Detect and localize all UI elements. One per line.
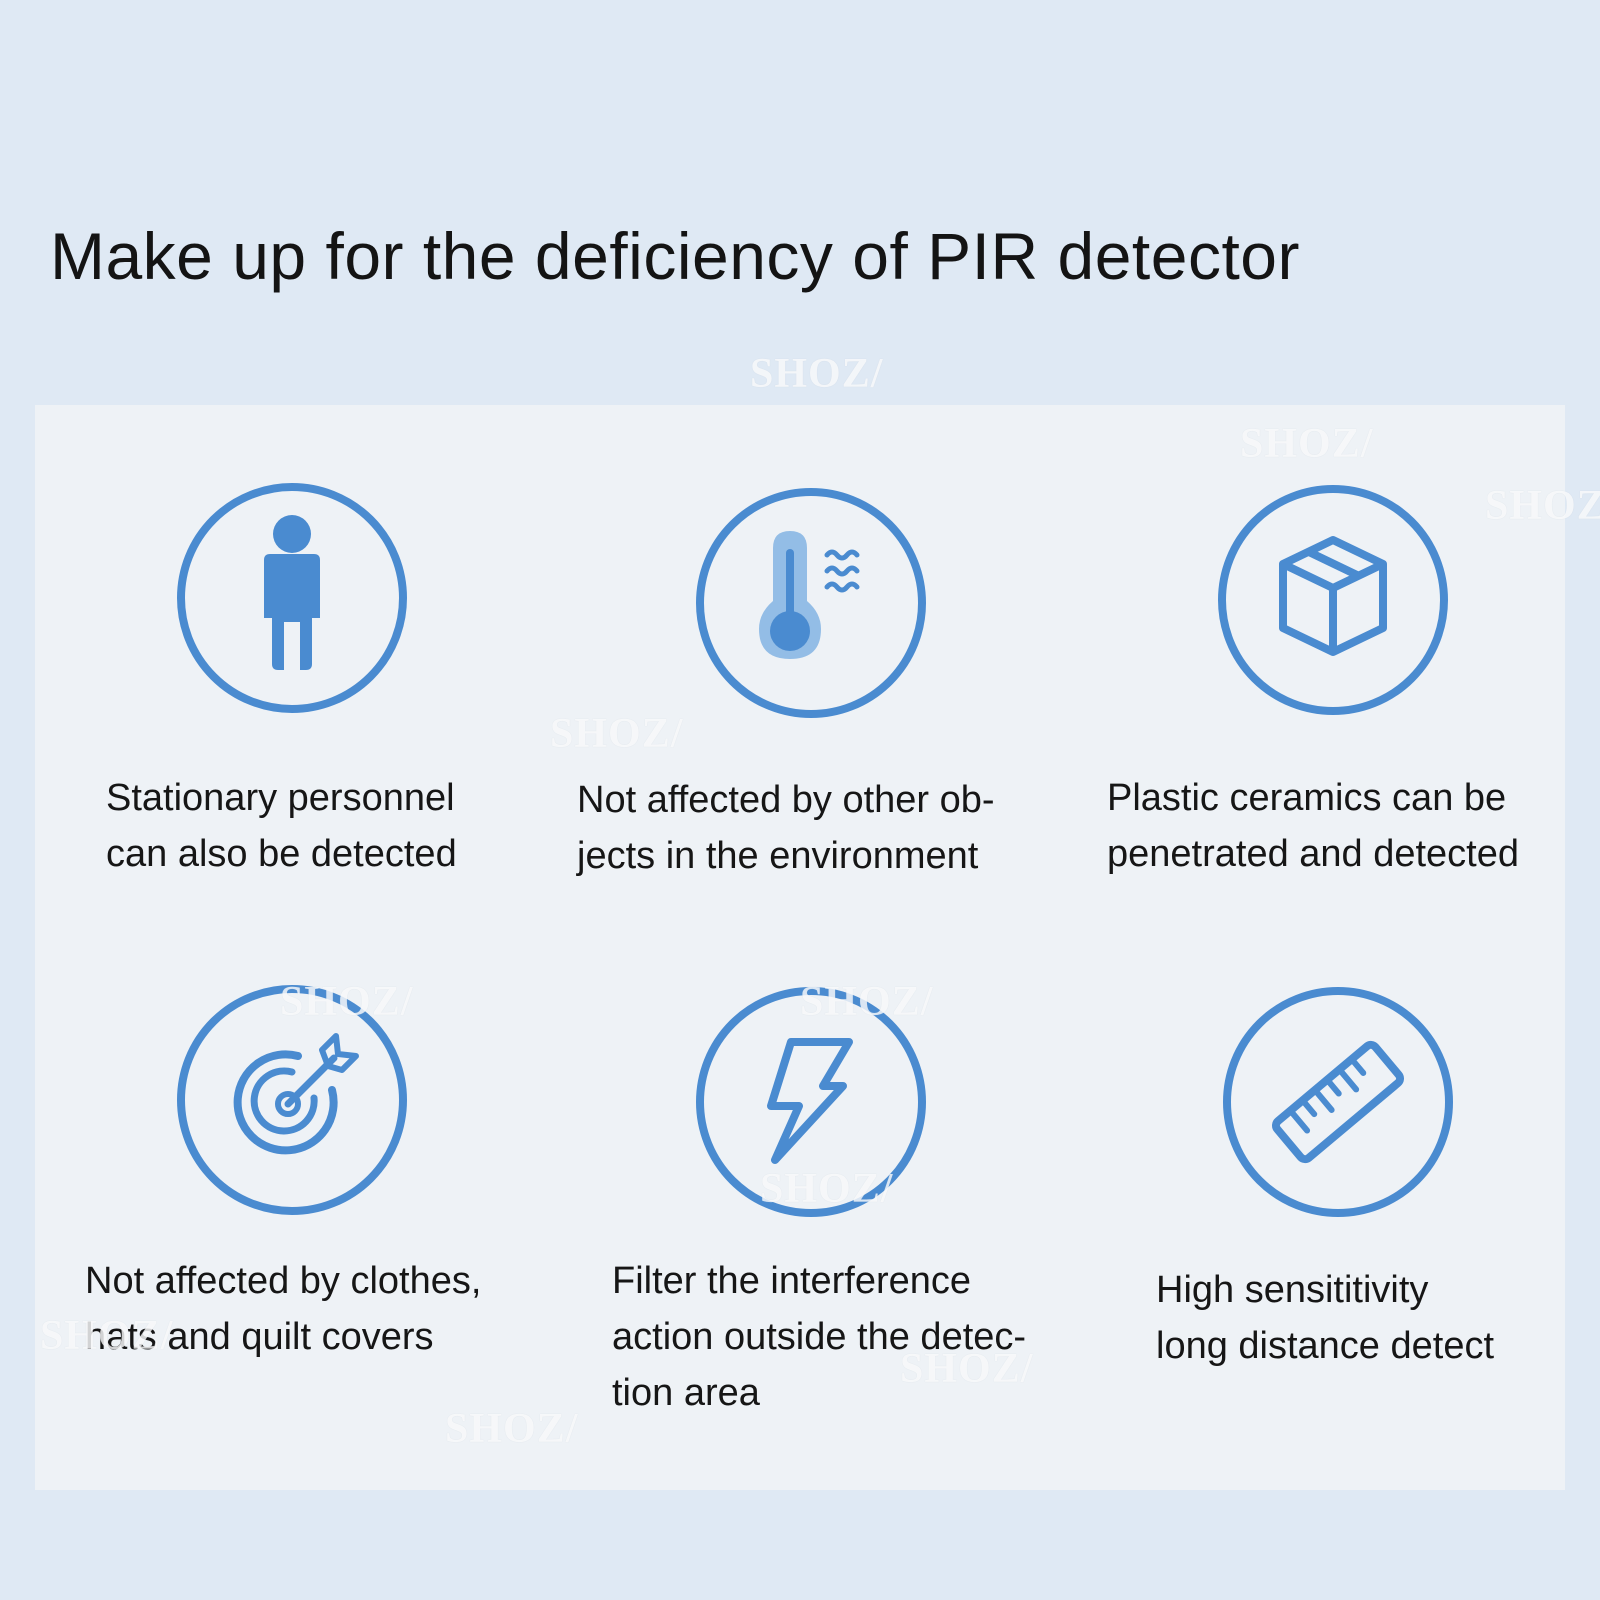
lightning-icon — [691, 982, 931, 1222]
box-icon — [1213, 480, 1453, 720]
thermometer-icon — [691, 483, 931, 723]
feature-caption-4: Not affected by clothes,hats and quilt c… — [85, 1260, 482, 1358]
ruler-icon — [1218, 982, 1458, 1222]
person-icon — [172, 478, 412, 718]
watermark: SHOZ/ — [750, 351, 884, 397]
page-title: Make up for the deficiency of PIR detect… — [50, 219, 1300, 293]
feature-caption-2: Not affected by other ob-jects in the en… — [577, 779, 995, 877]
target-icon — [172, 980, 412, 1220]
